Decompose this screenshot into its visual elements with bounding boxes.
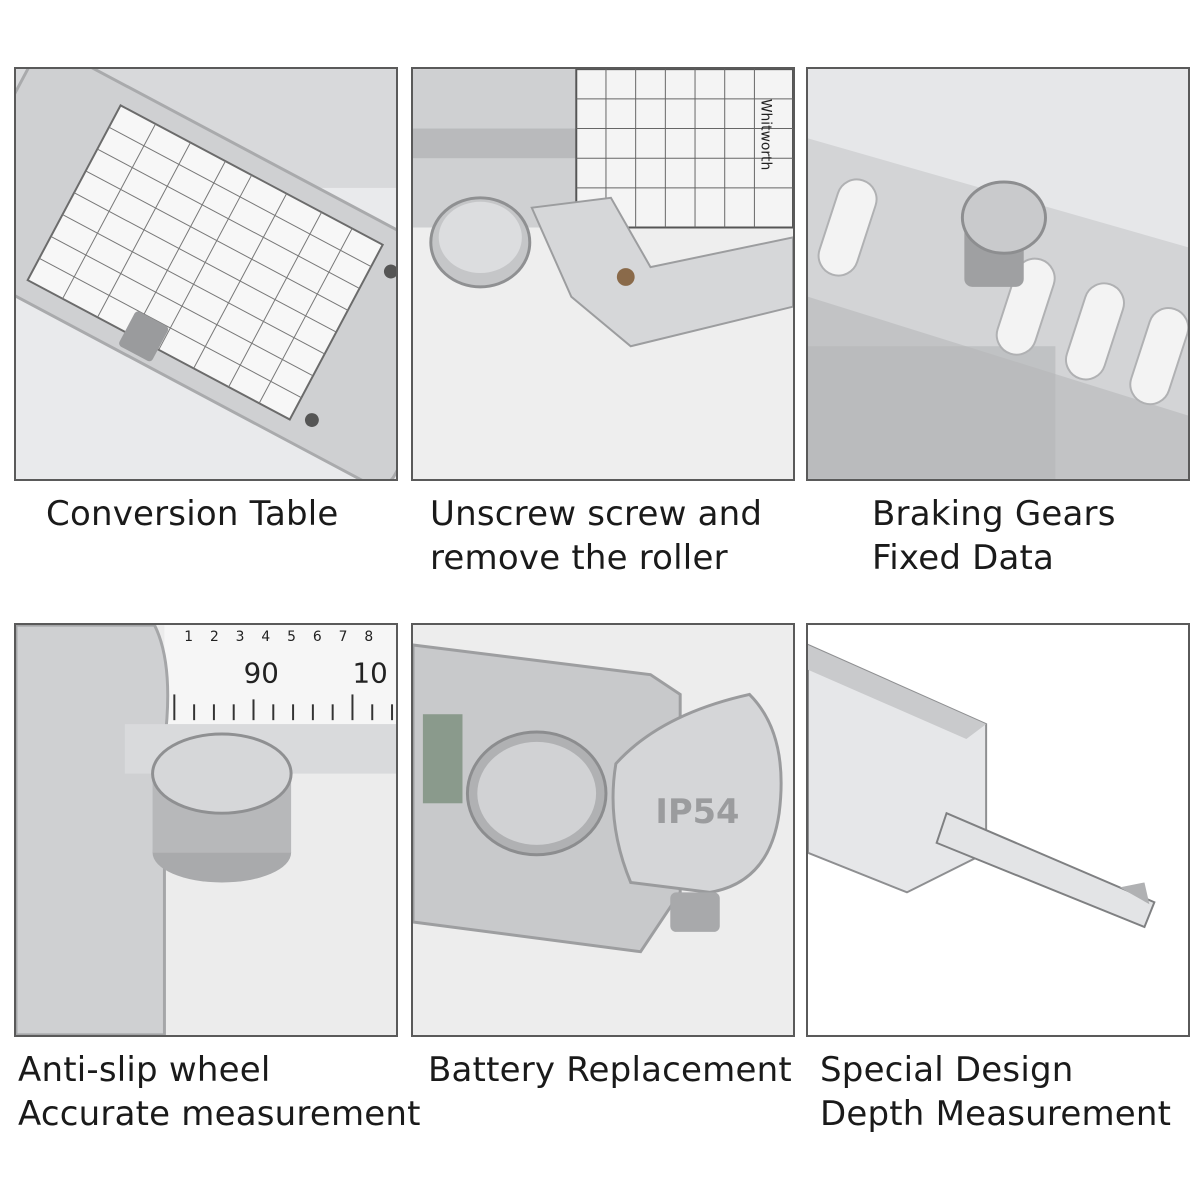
caption-unscrew-roller: Unscrew screw and remove the roller bbox=[430, 492, 762, 580]
table-header-text: Whitworth bbox=[757, 99, 773, 170]
locking-screw-photo bbox=[806, 67, 1190, 481]
caliper-battery-cover-image: IP54 bbox=[413, 625, 793, 1035]
caption-anti-slip-wheel: Anti-slip wheel Accurate measurement bbox=[18, 1048, 421, 1136]
scale-digit: 2 bbox=[210, 629, 219, 645]
roller-screw-photo: Whitworth bbox=[411, 67, 795, 481]
caliper-roller-screw-image: Whitworth bbox=[413, 69, 793, 479]
scale-digit: 8 bbox=[364, 629, 373, 645]
conversion-table-photo bbox=[14, 67, 398, 481]
caliper-depth-rod-image bbox=[808, 625, 1188, 1035]
ip54-badge-text: IP54 bbox=[655, 792, 739, 831]
caption-braking-gears: Braking Gears Fixed Data bbox=[872, 492, 1116, 580]
scale-digit: 4 bbox=[261, 629, 270, 645]
scale-digit: 6 bbox=[313, 629, 322, 645]
scale-digit: 3 bbox=[236, 629, 245, 645]
caption-line: remove the roller bbox=[430, 538, 728, 578]
caption-depth-measurement: Special Design Depth Measurement bbox=[820, 1048, 1171, 1136]
caption-line: Fixed Data bbox=[872, 538, 1055, 578]
scale-digit: 7 bbox=[339, 629, 348, 645]
caption-conversion-table: Conversion Table bbox=[46, 492, 339, 536]
scale-digit: 1 bbox=[184, 629, 193, 645]
scale-number: 10 bbox=[352, 657, 387, 690]
scale-number: 90 bbox=[244, 657, 279, 690]
caliper-thumb-wheel-image: 1 2 3 4 5 6 7 8 90 10 bbox=[16, 625, 396, 1035]
caption-line: Unscrew screw and bbox=[430, 494, 763, 534]
battery-cover-photo: IP54 bbox=[411, 623, 795, 1037]
scale-digit: 5 bbox=[287, 629, 296, 645]
caption-line: Battery Replacement bbox=[428, 1050, 792, 1090]
caption-line: Braking Gears bbox=[872, 494, 1116, 534]
caption-line: Depth Measurement bbox=[820, 1094, 1172, 1134]
caption-line: Anti-slip wheel bbox=[18, 1050, 271, 1090]
caption-battery-replacement: Battery Replacement bbox=[428, 1048, 792, 1092]
caption-line: Accurate measurement bbox=[18, 1094, 421, 1134]
thumb-wheel-photo: 1 2 3 4 5 6 7 8 90 10 bbox=[14, 623, 398, 1037]
caption-line: Conversion Table bbox=[46, 494, 339, 534]
depth-rod-photo bbox=[806, 623, 1190, 1037]
caliper-locking-screw-image bbox=[808, 69, 1188, 479]
caption-line: Special Design bbox=[820, 1050, 1074, 1090]
caliper-conversion-table-image bbox=[16, 69, 396, 479]
